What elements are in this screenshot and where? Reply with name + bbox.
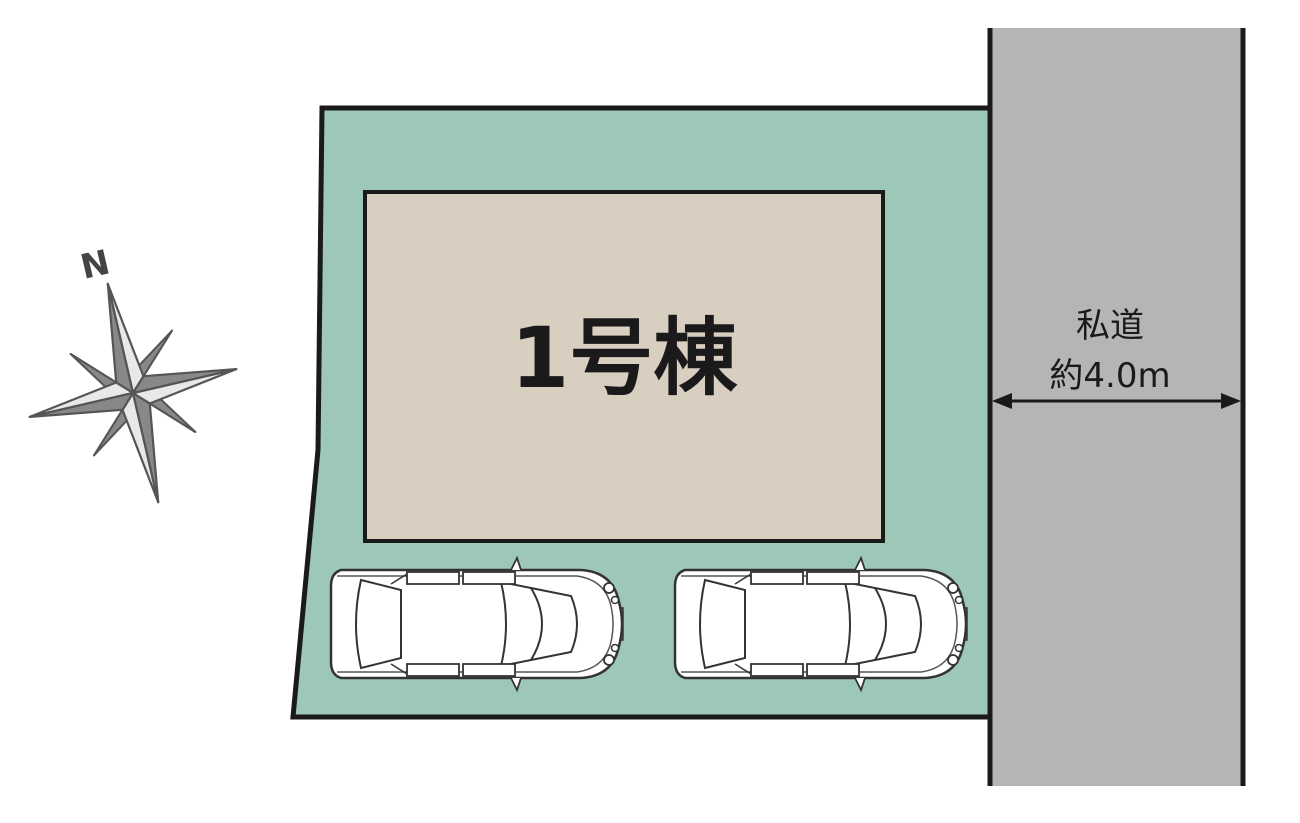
compass-rose: N bbox=[28, 243, 238, 504]
building-footprint bbox=[363, 190, 885, 543]
road-width-label: 約4.0m bbox=[1049, 356, 1170, 396]
compass-north-label: N bbox=[77, 243, 114, 288]
building-1: 1号棟 bbox=[363, 190, 885, 543]
compass-major-points bbox=[28, 282, 238, 504]
road-name-label: 私道 bbox=[1076, 306, 1144, 346]
private-road: 私道 約4.0m bbox=[987, 28, 1246, 786]
car-1 bbox=[329, 556, 625, 692]
building-label: 1号棟 bbox=[511, 309, 738, 407]
car-2 bbox=[673, 556, 969, 692]
road-surface bbox=[990, 28, 1243, 786]
road-width-dimension-arrow bbox=[992, 393, 1241, 409]
